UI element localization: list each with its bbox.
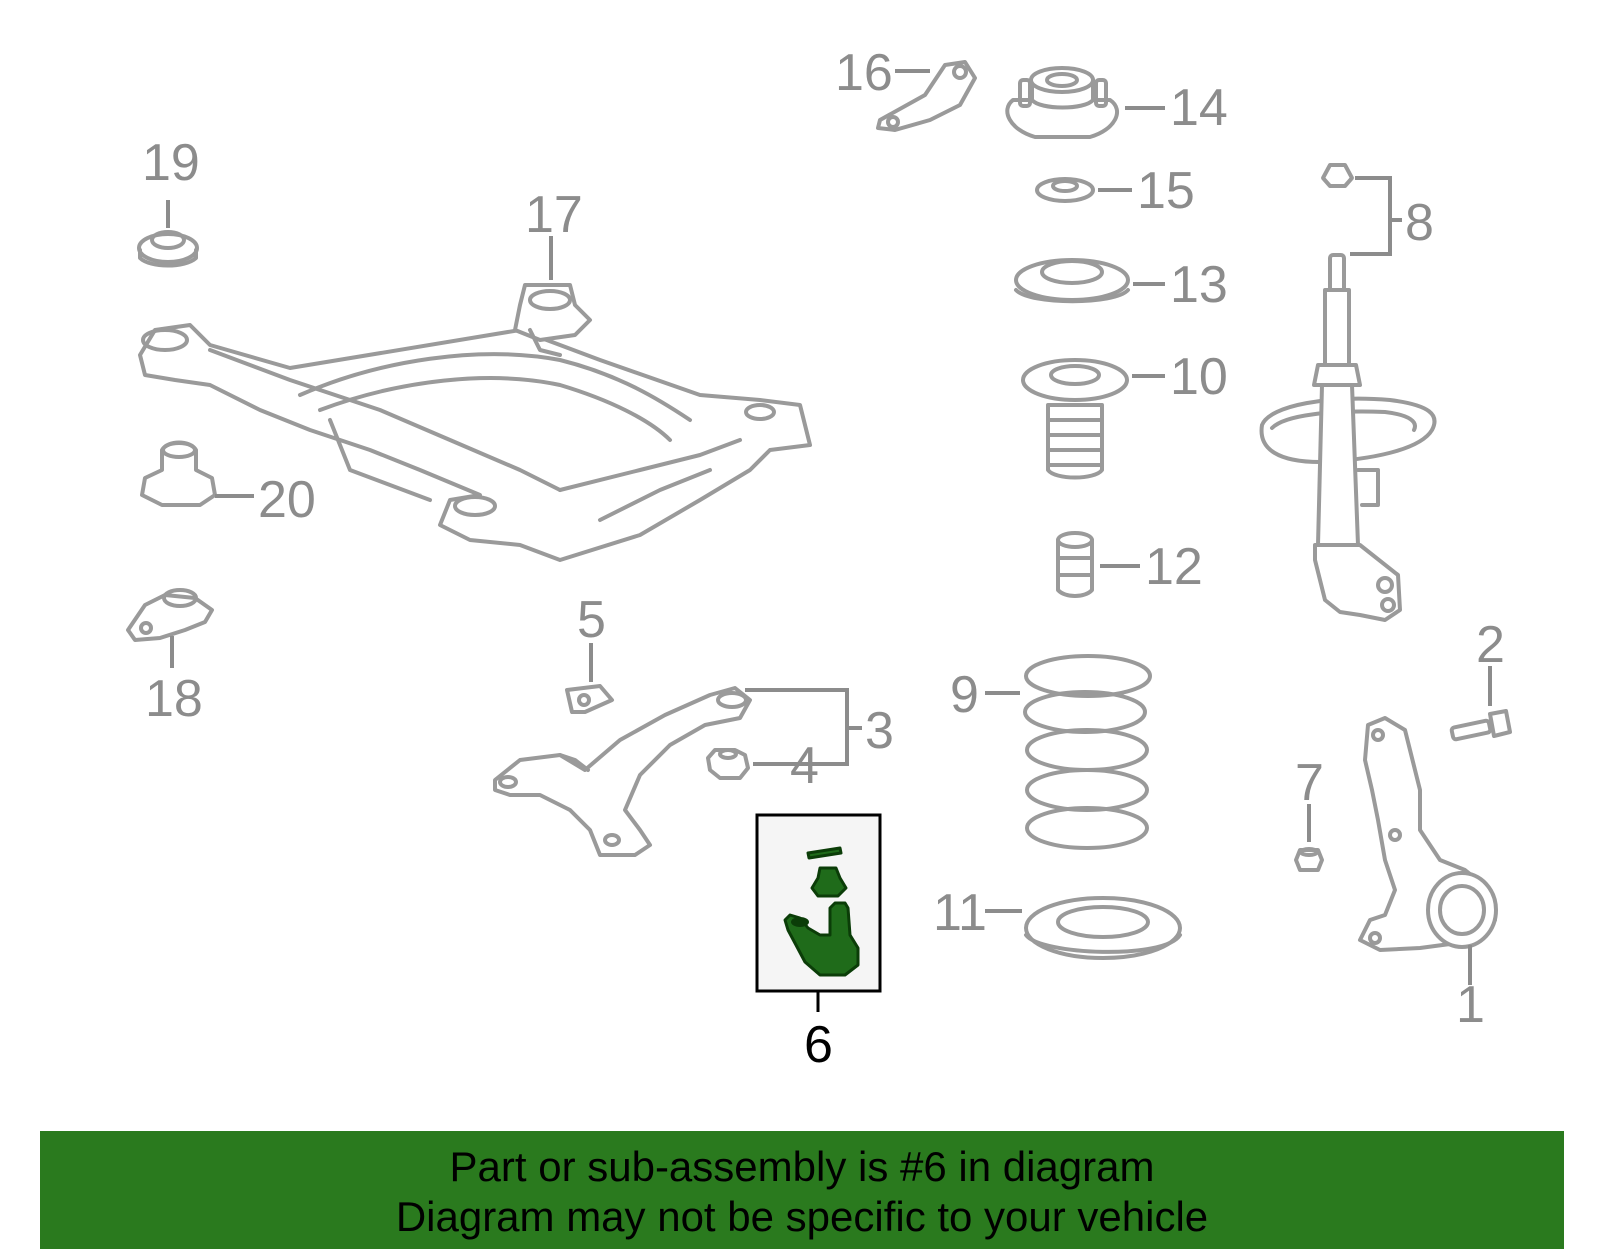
callout-7: 7 [1295,754,1324,812]
callout-20: 20 [258,471,316,529]
part-11-spring-insulator[interactable] [1024,896,1182,960]
part-4-bushing[interactable] [706,748,750,780]
leader-lines [166,69,1492,1012]
part-8-strut-assembly[interactable] [1259,163,1437,622]
callout-14: 14 [1170,79,1228,137]
callout-19: 19 [142,134,200,192]
callout-12: 12 [1145,538,1203,596]
callout-9: 9 [950,666,979,724]
callout-16: 16 [835,44,893,102]
callout-15: 15 [1137,162,1195,220]
part-1-steering-knuckle[interactable] [1358,716,1498,952]
part-3-lower-control-arm[interactable] [493,686,752,857]
part-7-nut[interactable] [1294,847,1324,872]
part-15-bearing[interactable] [1035,177,1095,203]
part-16-plate[interactable] [876,60,977,132]
callout-6: 6 [804,1016,833,1074]
part-6-highlight-box[interactable] [755,813,882,993]
callout-18: 18 [145,670,203,728]
subframe-crossmember[interactable] [138,283,812,562]
part-14-strut-mount[interactable] [1005,66,1120,139]
banner-line-1: Part or sub-assembly is #6 in diagram [449,1143,1155,1190]
callout-10: 10 [1170,348,1228,406]
part-18-bracket[interactable] [126,588,214,642]
info-banner: Part or sub-assembly is #6 in diagram Di… [40,1131,1564,1249]
callout-5: 5 [577,591,606,649]
callout-1: 1 [1456,976,1485,1034]
callout-labels: 19 17 20 18 16 14 15 13 10 12 8 9 11 3 4… [142,44,1505,1074]
part-9-coil-spring[interactable] [1023,654,1152,850]
part-19-cushion[interactable] [137,230,199,268]
callout-3: 3 [865,702,894,760]
callout-2: 2 [1476,616,1505,674]
callout-11: 11 [933,884,987,942]
part-5-bracket[interactable] [565,684,614,714]
callout-17: 17 [525,186,583,244]
part-12-bumper[interactable] [1056,531,1094,598]
part-20-mount[interactable] [140,440,217,507]
callout-8: 8 [1405,194,1434,252]
part-6-ball-joint[interactable] [783,846,860,977]
banner-line-2: Diagram may not be specific to your vehi… [395,1193,1209,1240]
callout-4: 4 [790,737,819,795]
part-10-bump-stop-boot[interactable] [1021,358,1129,480]
part-13-spring-seat[interactable] [1014,258,1130,304]
part-2-bolt[interactable] [1449,709,1512,742]
callout-13: 13 [1170,256,1228,314]
